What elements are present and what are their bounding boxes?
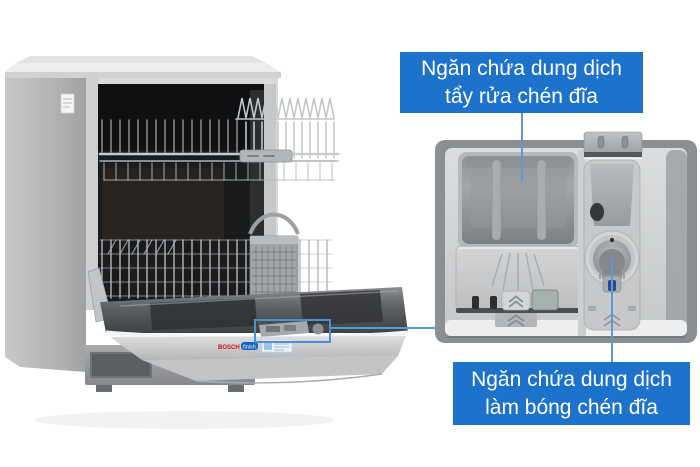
lid-release-button xyxy=(501,290,531,311)
level-indicator-dot xyxy=(609,237,615,243)
tub-interior xyxy=(98,84,264,306)
door-sill xyxy=(110,336,406,360)
detergent-compartment xyxy=(458,152,578,248)
open-door: BOSCH finish xyxy=(100,287,409,384)
cabinet-top xyxy=(5,56,281,78)
detergent-callout-label: Ngăn chứa dung dịch tẩy rửa chén đĩa xyxy=(400,52,643,113)
rinse-aid-vent-hole xyxy=(590,203,604,221)
cutlery-basket xyxy=(248,212,300,303)
chevron-up-icon xyxy=(508,295,524,308)
lid-ridges xyxy=(491,252,545,292)
door-outer-face xyxy=(142,356,398,381)
dishwasher-photo: BOSCH finish xyxy=(5,56,409,429)
rinse-aid-callout-line1: Ngăn chứa dung dịch xyxy=(471,367,672,391)
bosch-logo: BOSCH xyxy=(218,345,240,351)
door-dispenser-area xyxy=(259,321,324,337)
detergent-callout-line2: tẩy rửa chén đĩa xyxy=(445,84,598,108)
lid-tab xyxy=(472,296,479,309)
annotation-overlay xyxy=(254,113,613,362)
dosing-ribs xyxy=(491,159,547,241)
plate-rack-spikes xyxy=(237,97,335,119)
chevron-up-icon xyxy=(507,314,525,327)
rinse-aid-callout-line2: làm bóng chén đĩa xyxy=(485,395,658,419)
rinse-aid-callout-label: Ngăn chứa dung dịch làm bóng chén đĩa xyxy=(453,362,690,425)
door-dispenser-highlight-box xyxy=(254,319,331,343)
upper-rack xyxy=(98,97,340,181)
detergent-callout-line1: Ngăn chứa dung dịch xyxy=(421,56,622,80)
dispenser-detail-photo xyxy=(435,131,697,343)
lid-tab xyxy=(490,296,497,309)
finish-logo: finish xyxy=(243,345,256,351)
panel-bottom-highlight xyxy=(445,320,687,336)
cabinet-side-panel xyxy=(5,78,86,372)
detergent-lid xyxy=(455,245,581,313)
rail-chevron xyxy=(495,313,537,327)
dispenser-latch xyxy=(583,131,643,160)
floor-shadow xyxy=(35,411,335,429)
lid-latch-button xyxy=(531,289,559,311)
